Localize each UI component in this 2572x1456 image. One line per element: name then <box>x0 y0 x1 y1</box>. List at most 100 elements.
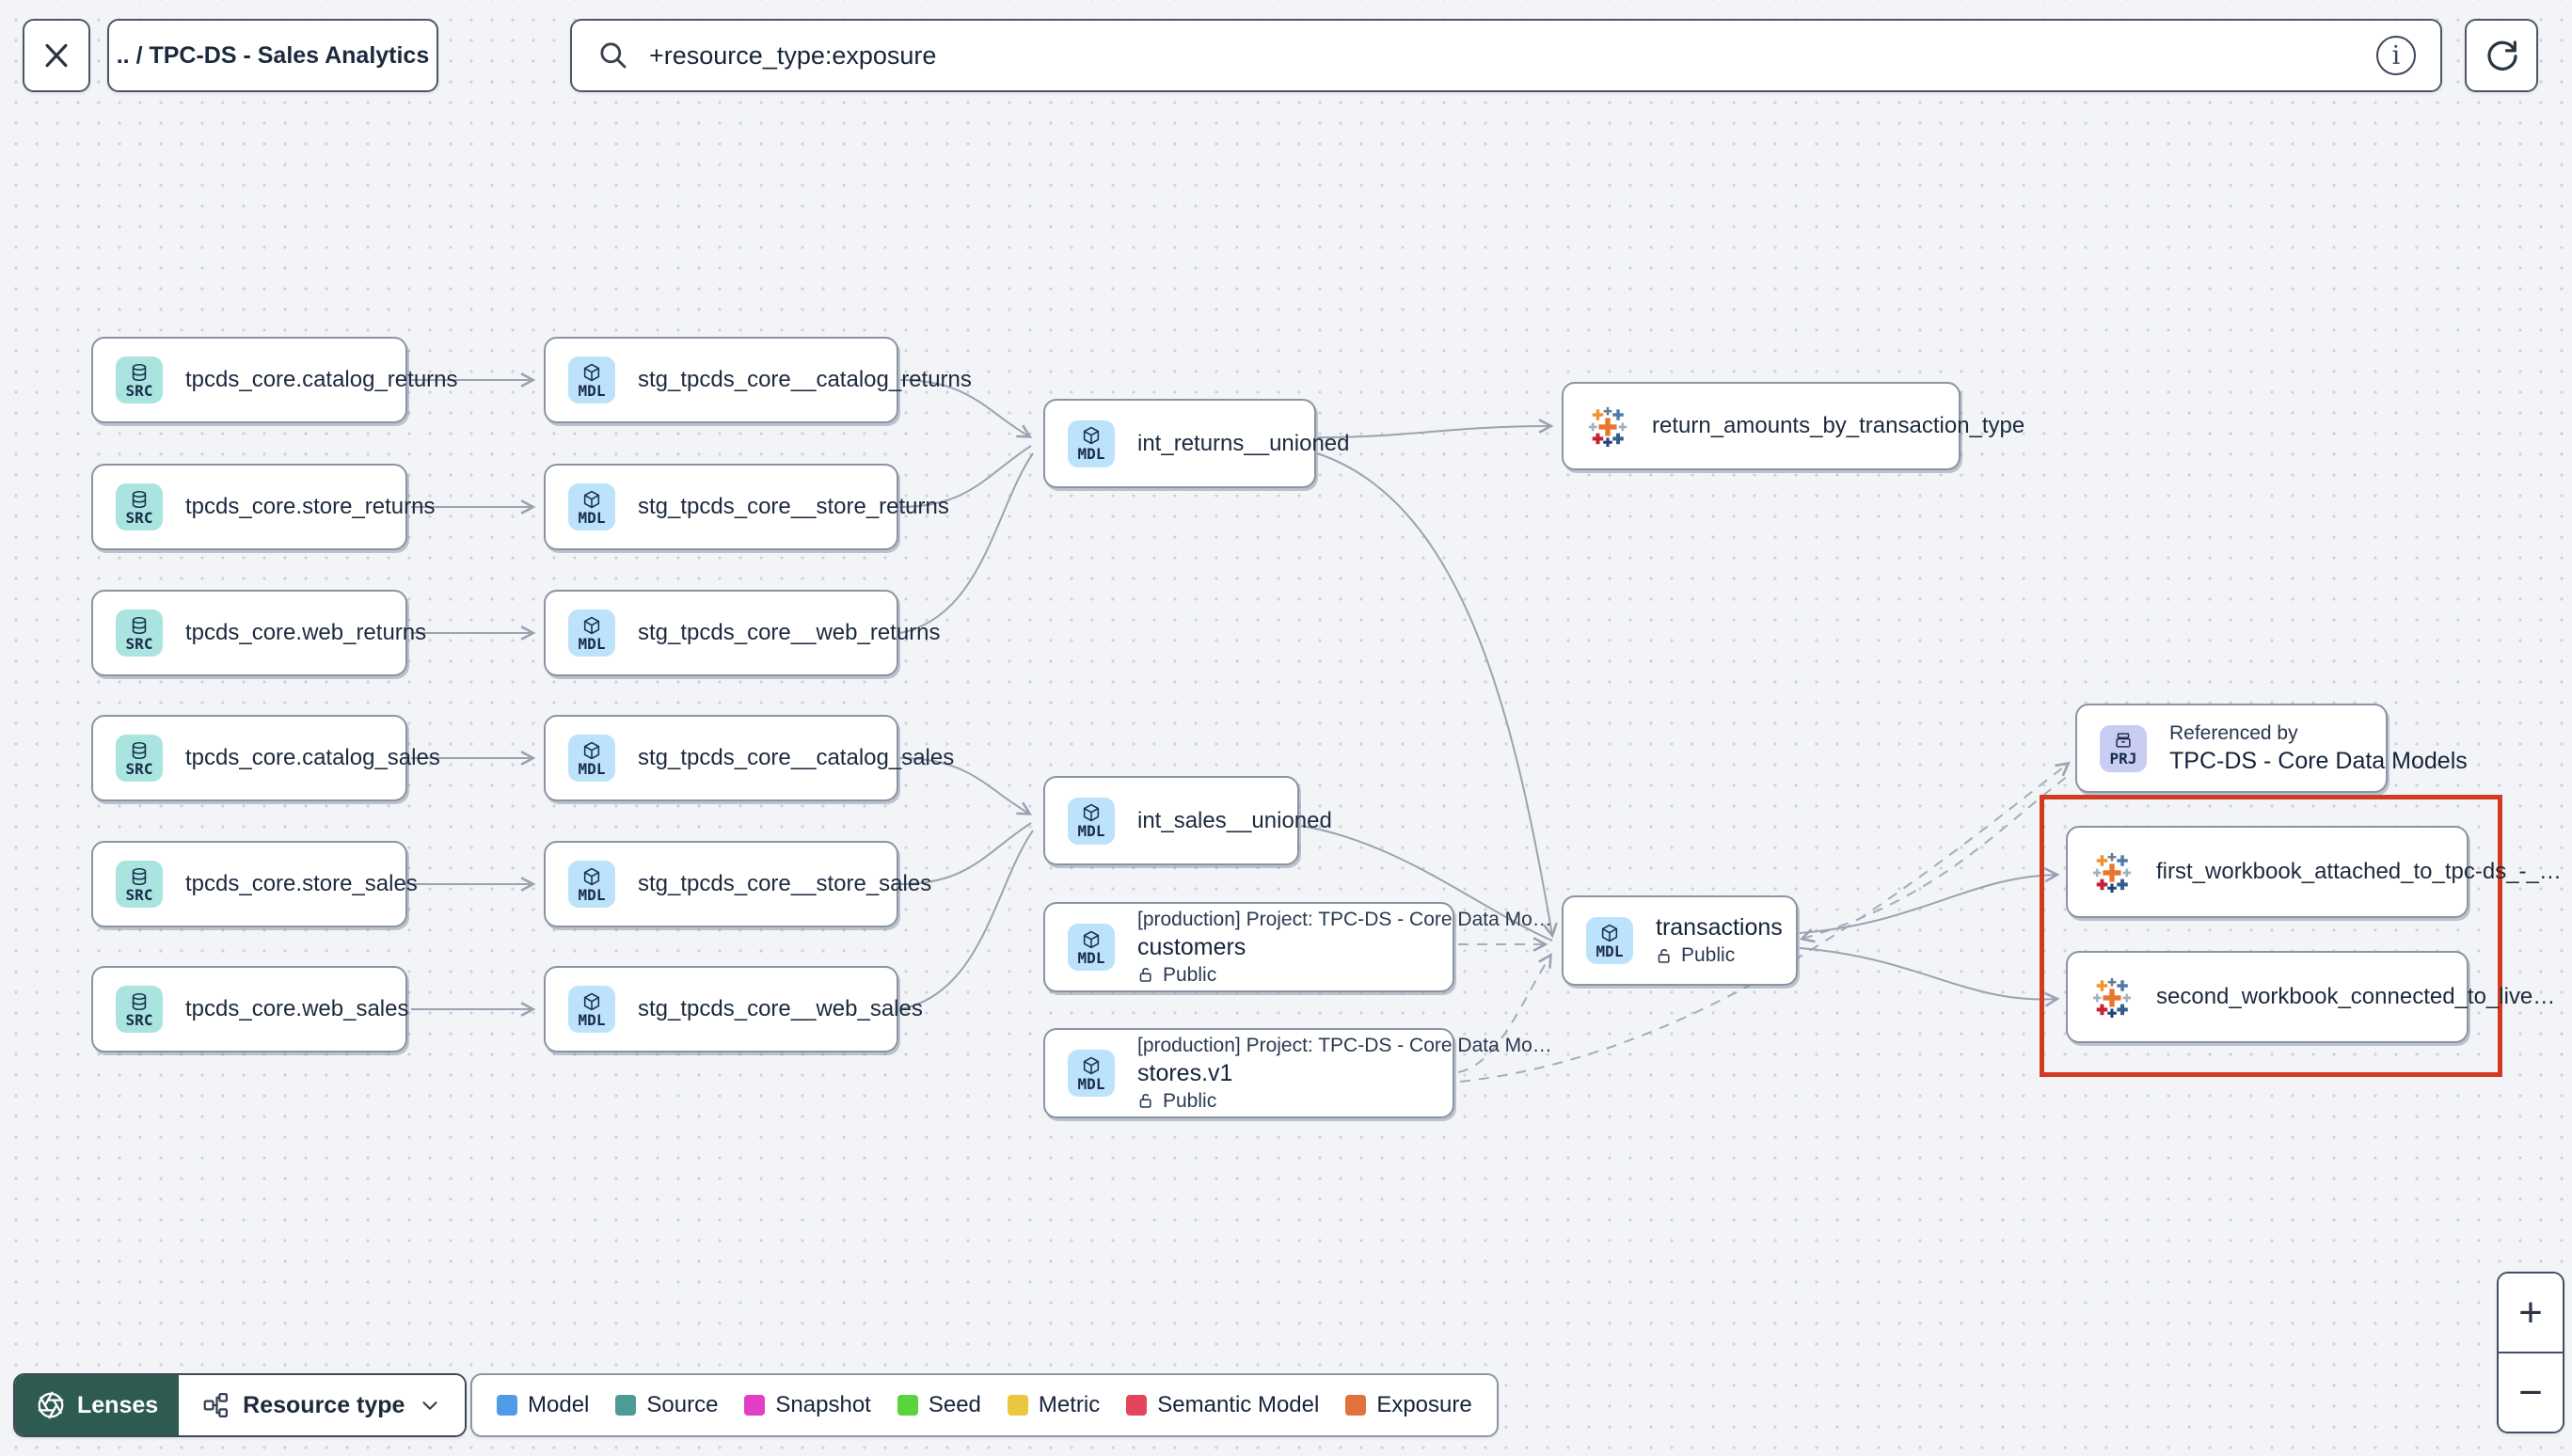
close-icon <box>45 43 68 68</box>
node-model-transactions[interactable]: MDL transactions Public <box>1562 895 1798 986</box>
access-row: Public <box>1656 944 1783 967</box>
source-badge: SRC <box>116 735 163 782</box>
model-badge: MDL <box>568 356 615 404</box>
cube-icon <box>583 490 600 508</box>
source-badge: SRC <box>116 986 163 1033</box>
unlock-icon <box>1139 1093 1151 1108</box>
node-model-int-sales-unioned[interactable]: MDL int_sales__unioned <box>1043 776 1332 865</box>
model-badge: MDL <box>1068 419 1115 467</box>
cube-icon <box>583 741 600 759</box>
node-source-web-sales[interactable]: SRC tpcds_core.web_sales <box>91 966 408 1052</box>
search-icon <box>600 42 627 69</box>
access-label: Public <box>1681 944 1736 966</box>
project-name: TPC-DS - Core Data Models <box>2169 747 2468 774</box>
search-value: +resource_type:exposure <box>649 40 937 70</box>
database-icon <box>132 616 147 634</box>
legend-item-source: Source <box>615 1392 718 1418</box>
referenced-by-label: Referenced by <box>2169 721 2298 744</box>
lenses-button[interactable]: Lenses <box>15 1375 180 1435</box>
database-icon <box>132 490 147 508</box>
node-model-stg-web-returns[interactable]: MDL stg_tpcds_core__web_returns <box>544 590 941 676</box>
legend-swatch-metric <box>1007 1395 1028 1416</box>
model-name: transactions <box>1656 914 1783 941</box>
node-model-customers[interactable]: MDL [production] Project: TPC-DS - Core … <box>1043 902 1552 992</box>
zoom-out-button[interactable]: − <box>2499 1353 2563 1432</box>
resource-type-label: Resource type <box>243 1391 405 1418</box>
cube-icon <box>1083 930 1100 948</box>
lenses-label: Lenses <box>77 1391 159 1418</box>
lenses-control-group: Lenses Resource type <box>13 1373 468 1437</box>
project-header: [production] Project: TPC-DS - Core Data… <box>1137 1034 1552 1056</box>
node-source-store-returns[interactable]: SRC tpcds_core.store_returns <box>91 464 435 550</box>
archive-box-icon <box>2116 733 2131 748</box>
node-model-stg-store-returns[interactable]: MDL stg_tpcds_core__store_returns <box>544 464 949 550</box>
database-icon <box>132 867 147 885</box>
access-row: Public <box>1137 964 1552 987</box>
search-input[interactable]: +resource_type:exposure i <box>570 19 2442 92</box>
model-badge: MDL <box>1068 1050 1115 1097</box>
source-badge: SRC <box>116 861 163 908</box>
resource-type-legend: Model Source Snapshot Seed Metric Semant… <box>470 1373 1499 1437</box>
cube-icon <box>1083 1056 1100 1074</box>
model-badge: MDL <box>568 861 615 908</box>
node-model-stg-catalog-returns[interactable]: MDL stg_tpcds_core__catalog_returns <box>544 337 972 423</box>
database-icon <box>132 992 147 1010</box>
info-icon[interactable]: i <box>2376 36 2416 75</box>
unlock-icon <box>1658 948 1670 963</box>
node-exposure-first-workbook[interactable]: first_workbook_attached_to_tpc-ds_-_… <box>2066 826 2562 918</box>
legend-item-seed: Seed <box>897 1392 981 1418</box>
legend-item-exposure: Exposure <box>1345 1392 1472 1418</box>
model-badge: MDL <box>1068 797 1115 845</box>
source-badge: SRC <box>116 609 163 657</box>
access-label: Public <box>1163 963 1217 986</box>
node-model-stg-web-sales[interactable]: MDL stg_tpcds_core__web_sales <box>544 966 923 1052</box>
chevron-down-icon <box>422 1401 438 1410</box>
database-icon <box>132 741 147 759</box>
legend-swatch-model <box>497 1395 517 1416</box>
close-button[interactable] <box>23 19 90 92</box>
model-badge: MDL <box>568 986 615 1033</box>
database-icon <box>132 363 147 381</box>
model-badge: MDL <box>568 735 615 782</box>
node-model-stg-store-sales[interactable]: MDL stg_tpcds_core__store_sales <box>544 841 931 927</box>
cube-icon <box>1601 924 1618 942</box>
node-model-stores-v1[interactable]: MDL [production] Project: TPC-DS - Core … <box>1043 1028 1552 1118</box>
tableau-icon <box>2092 852 2132 894</box>
node-model-int-returns-unioned[interactable]: MDL int_returns__unioned <box>1043 399 1350 488</box>
legend-swatch-snapshot <box>744 1395 766 1416</box>
project-header: [production] Project: TPC-DS - Core Data… <box>1137 908 1552 930</box>
breadcrumb[interactable]: .. / TPC-DS - Sales Analytics <box>107 19 438 92</box>
model-badge: MDL <box>568 483 615 530</box>
node-source-web-returns[interactable]: SRC tpcds_core.web_returns <box>91 590 426 676</box>
tableau-icon <box>1588 406 1627 448</box>
refresh-button[interactable] <box>2465 19 2538 92</box>
model-badge: MDL <box>1068 924 1115 971</box>
legend-item-semantic-model: Semantic Model <box>1126 1392 1319 1418</box>
source-badge: SRC <box>116 483 163 530</box>
zoom-controls: + − <box>2497 1272 2564 1433</box>
node-exposure-second-workbook[interactable]: second_workbook_connected_to_live… <box>2066 951 2555 1043</box>
unlock-icon <box>1139 967 1151 982</box>
cube-icon <box>583 867 600 885</box>
resource-type-dropdown[interactable]: Resource type <box>179 1375 466 1435</box>
node-source-catalog-returns[interactable]: SRC tpcds_core.catalog_returns <box>91 337 458 423</box>
legend-item-metric: Metric <box>1007 1392 1100 1418</box>
node-model-stg-catalog-sales[interactable]: MDL stg_tpcds_core__catalog_sales <box>544 715 954 801</box>
zoom-in-button[interactable]: + <box>2499 1274 2563 1353</box>
model-name: customers <box>1137 933 1246 960</box>
legend-swatch-seed <box>897 1395 918 1416</box>
node-source-store-sales[interactable]: SRC tpcds_core.store_sales <box>91 841 418 927</box>
hierarchy-icon <box>203 1393 229 1417</box>
model-badge: MDL <box>1586 917 1633 964</box>
node-project-reference[interactable]: PRJ Referenced by TPC-DS - Core Data Mod… <box>2075 704 2468 793</box>
node-exposure-return-amounts[interactable]: return_amounts_by_transaction_type <box>1562 382 2024 470</box>
access-row: Public <box>1137 1090 1552 1113</box>
access-label: Public <box>1163 1089 1217 1112</box>
cube-icon <box>583 616 600 634</box>
breadcrumb-label: .. / TPC-DS - Sales Analytics <box>116 41 430 69</box>
legend-swatch-source <box>615 1395 637 1416</box>
cube-icon <box>583 363 600 381</box>
node-source-catalog-sales[interactable]: SRC tpcds_core.catalog_sales <box>91 715 440 801</box>
model-name: stores.v1 <box>1137 1059 1233 1086</box>
